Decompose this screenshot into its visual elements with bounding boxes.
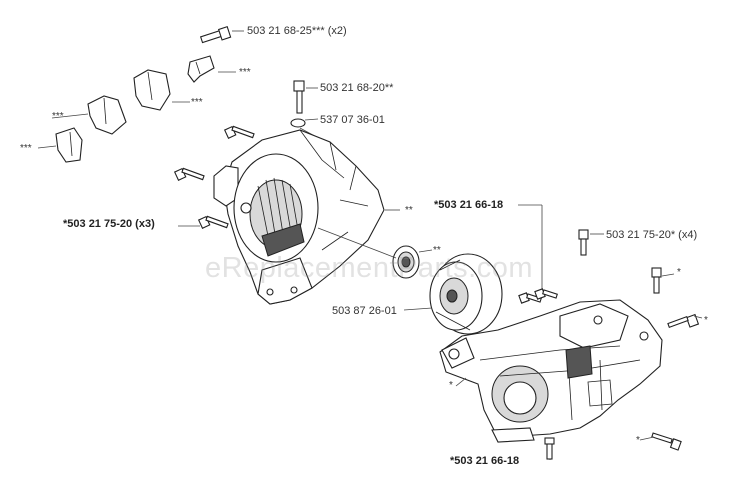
- label-screw-x3: *503 21 75-20 (x3): [63, 218, 155, 230]
- o-ring: [290, 118, 306, 128]
- leader-clip-4: [37, 145, 57, 149]
- screw-left-3: [197, 215, 229, 229]
- label-screw-x2: 503 21 68-25*** (x2): [247, 25, 347, 37]
- leader-crankcase: [455, 377, 467, 387]
- bearing: [392, 245, 420, 279]
- screw-left-1: [223, 125, 255, 139]
- leader-screw-right-2: [661, 273, 675, 277]
- label-screw-68-20: 503 21 68-20**: [320, 82, 394, 94]
- crankcase: [439, 299, 663, 443]
- marker-crankcase: *: [449, 380, 453, 391]
- marker-screw-right-3: *: [704, 315, 708, 326]
- label-o-ring: 537 07 36-01: [320, 114, 385, 126]
- watermark: eReplacementParts.com: [205, 252, 534, 284]
- clip-bracket-3: [87, 95, 127, 135]
- leader-o-ring: [304, 118, 319, 121]
- clip-bracket-1: [187, 55, 215, 83]
- screw-right-vertical-1: [578, 229, 589, 256]
- marker-clip-1: ***: [239, 67, 251, 78]
- marker-clip-2: ***: [191, 97, 203, 108]
- fan-housing: [213, 129, 385, 305]
- screw-right-vertical-2: [651, 267, 662, 294]
- clutch-drum: [429, 253, 503, 335]
- marker-bearing: **: [433, 245, 441, 256]
- leader-screw-right-3: [693, 315, 703, 319]
- label-drum: 503 87 26-01: [332, 305, 397, 317]
- marker-clip-4: ***: [20, 143, 32, 154]
- screw-left-2: [173, 167, 205, 181]
- marker-screw-right-2: *: [677, 267, 681, 278]
- screw-bottom-right: [651, 432, 682, 451]
- leader-bearing: [418, 249, 433, 253]
- marker-housing: **: [405, 205, 413, 216]
- clip-bracket-2: [133, 69, 171, 111]
- label-6618-bottom: *503 21 66-18: [450, 455, 520, 467]
- screw-6618-b: [534, 288, 558, 300]
- label-screw-x2-text: 503 21 68-25*** (x2): [247, 25, 347, 37]
- label-6618-top: *503 21 66-18: [434, 199, 504, 211]
- axis-line: [317, 227, 397, 259]
- screw-right-horizontal: [667, 313, 700, 329]
- marker-clip-3: ***: [52, 111, 64, 122]
- label-screw-x4: 503 21 75-20* (x4): [606, 229, 698, 241]
- marker-screw-bottom-right: *: [636, 435, 640, 446]
- clip-bracket-4: [55, 127, 83, 163]
- vertical-screw-68-20: [293, 80, 305, 114]
- screw-top-left: [199, 26, 232, 44]
- screw-6618-bottom: [544, 437, 555, 460]
- leader-clip-3: [51, 113, 89, 119]
- leader-drum: [403, 307, 433, 311]
- screw-6618-a: [518, 292, 542, 304]
- leader-screw-bottom-right: [639, 436, 655, 441]
